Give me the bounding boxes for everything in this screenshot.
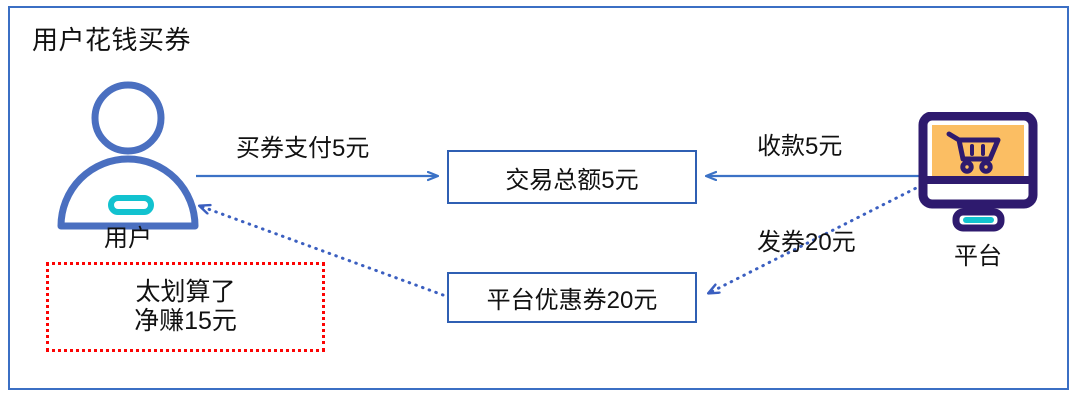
edge-label-pay: 买券支付5元 xyxy=(236,135,370,162)
person-icon xyxy=(57,81,199,230)
user-label: 用户 xyxy=(104,225,152,252)
edge-label-receive: 收款5元 xyxy=(757,133,843,160)
box-transaction-total[interactable]: 交易总额5元 xyxy=(447,150,697,204)
monitor-cart-icon xyxy=(918,111,1038,232)
callout-savings: 太划算了 净赚15元 xyxy=(46,262,325,352)
platform-actor[interactable] xyxy=(918,111,1038,237)
box-platform-coupon[interactable]: 平台优惠券20元 xyxy=(447,272,697,323)
callout-line-2: 净赚15元 xyxy=(134,307,237,335)
platform-label: 平台 xyxy=(954,243,1002,270)
edge-label-issue: 发券20元 xyxy=(757,229,856,256)
callout-line-1: 太划算了 xyxy=(135,277,236,306)
user-actor[interactable] xyxy=(48,78,208,248)
page-title: 用户花钱买券 xyxy=(32,25,192,55)
